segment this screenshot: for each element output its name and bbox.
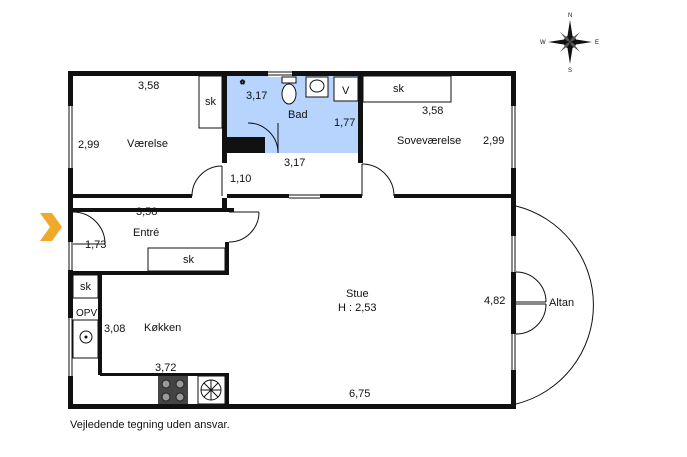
bad-v: V <box>342 85 350 97</box>
windows <box>67 70 517 376</box>
closets <box>72 75 452 299</box>
sk-vaerelse: sk <box>205 96 217 108</box>
bad-name: Bad <box>288 109 308 121</box>
vaerelse-width: 3,58 <box>138 80 159 92</box>
koekken-depth: 3,08 <box>104 323 125 335</box>
sliding-door <box>289 194 320 199</box>
koekken-width: 3,72 <box>155 362 176 374</box>
compass-w: W <box>540 40 546 46</box>
sk-entre: sk <box>183 254 195 266</box>
entre-name: Entré <box>133 227 159 239</box>
kitchen-fixtures <box>72 319 226 405</box>
bad-lower-width: 3,17 <box>284 157 305 169</box>
sk-sove: sk <box>393 83 405 95</box>
bad-depth: 1,77 <box>334 117 355 129</box>
entre-width: 3,58 <box>136 206 157 218</box>
hall-width: 1,10 <box>230 173 251 185</box>
altan-name: Altan <box>549 297 574 309</box>
compass-e: E <box>595 40 599 46</box>
sove-depth: 2,99 <box>483 135 504 147</box>
sove-width: 3,58 <box>422 105 443 117</box>
vaerelse-depth: 2,99 <box>78 139 99 151</box>
bad-width: 3,17 <box>246 90 267 102</box>
entre-depth: 1,73 <box>85 239 106 251</box>
door-swings <box>72 122 395 245</box>
koekken-name: Køkken <box>144 322 181 334</box>
stue-height: H : 2,53 <box>338 302 377 314</box>
compass-s: S <box>568 68 572 74</box>
entry-arrow <box>40 213 62 241</box>
svg-text:✿: ✿ <box>240 79 245 86</box>
stue-name: Stue <box>346 288 369 300</box>
vaerelse-name: Værelse <box>127 138 168 150</box>
disclaimer-text: Vejledende tegning uden ansvar. <box>70 419 230 431</box>
stue-depth: 4,82 <box>484 295 505 307</box>
balcony <box>515 205 594 405</box>
compass-icon: N S W E <box>540 13 599 74</box>
compass-n: N <box>568 13 572 19</box>
interior-walls <box>68 71 516 404</box>
sove-name: Soveværelse <box>397 135 461 147</box>
bathroom-fixtures: ✿ <box>240 76 359 105</box>
opv: OPV <box>76 308 97 319</box>
stue-width: 6,75 <box>349 388 370 400</box>
sk-koekken: sk <box>80 281 92 293</box>
